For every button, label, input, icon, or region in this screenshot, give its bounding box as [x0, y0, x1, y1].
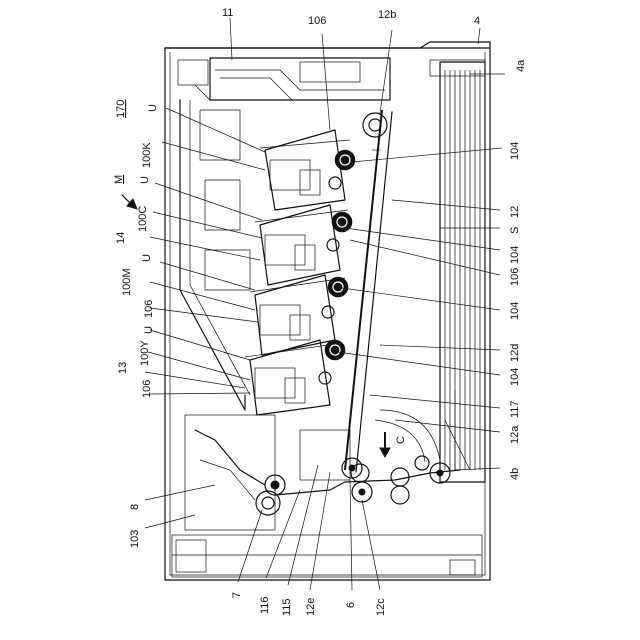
label-106-r: 106: [509, 268, 521, 286]
label-12b: 12b: [378, 9, 396, 21]
label-8: 8: [129, 504, 141, 510]
leader-lines: [145, 18, 505, 590]
label-116: 116: [259, 596, 271, 614]
unit-arrow-M: [122, 195, 137, 209]
label-106-m: 106: [143, 300, 155, 318]
fixing-device: [185, 415, 350, 530]
label-6: 6: [345, 602, 357, 608]
image-unit-100K: [260, 130, 355, 210]
label-4a: 4a: [515, 59, 527, 72]
label-M: M: [113, 175, 125, 184]
photoconductor-drum-K: [335, 150, 355, 170]
label-103: 103: [129, 530, 141, 548]
label-115: 115: [281, 598, 293, 616]
label-11: 11: [222, 7, 233, 19]
label-104-d: 104: [509, 368, 521, 386]
belt-drive-roller-12b: [363, 113, 387, 137]
label-12d: 12d: [509, 344, 521, 362]
label-100M: 100M: [121, 268, 133, 296]
image-unit-100C: [255, 205, 352, 285]
side-door-4: [430, 60, 485, 482]
label-C: C: [395, 436, 407, 444]
label-12e: 12e: [305, 598, 317, 616]
label-104-a: 104: [509, 142, 521, 160]
label-117: 117: [509, 400, 521, 418]
label-4b: 4b: [509, 468, 521, 480]
label-100C: 100C: [137, 206, 149, 232]
image-unit-100Y: [245, 340, 345, 415]
label-14: 14: [115, 232, 127, 244]
label-U-4: U: [143, 326, 155, 334]
photoconductor-drum-C: [332, 212, 352, 232]
label-U-2: U: [139, 176, 151, 184]
label-U-1: U: [147, 104, 159, 112]
label-7: 7: [231, 592, 243, 598]
label-13: 13: [117, 362, 129, 374]
housing-outline: [165, 42, 490, 580]
label-106-top: 106: [308, 15, 326, 27]
label-S: S: [509, 227, 521, 234]
upper-unit-11: [178, 58, 390, 100]
label-12c: 12c: [375, 598, 387, 616]
label-U-3: U: [141, 254, 153, 262]
label-4: 4: [474, 15, 480, 27]
label-100K: 100K: [141, 142, 153, 168]
label-104-c: 104: [509, 302, 521, 320]
label-12: 12: [509, 206, 521, 218]
label-100Y: 100Y: [139, 340, 151, 366]
label-170: 170: [115, 100, 127, 118]
label-104-b: 104: [509, 246, 521, 264]
label-12a: 12a: [509, 425, 521, 444]
paper-transport-rollers: [275, 390, 470, 504]
label-106-y: 106: [141, 380, 153, 398]
paper-direction-arrow-C: [380, 432, 390, 457]
